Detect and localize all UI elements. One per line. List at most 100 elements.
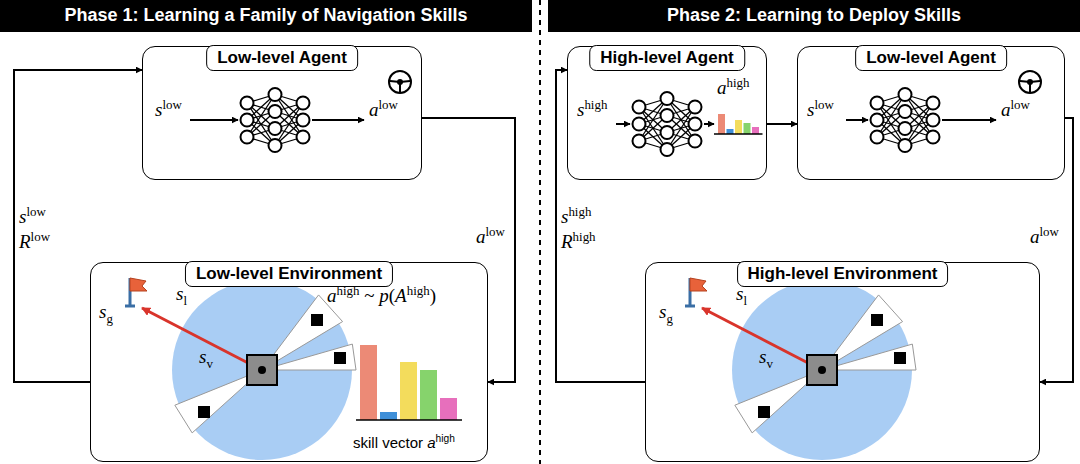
- neuron: [241, 114, 254, 127]
- title-bar: Phase 2: Learning to Deploy Skills: [548, 0, 1080, 32]
- skill-bar: [735, 120, 742, 134]
- flow-connector: [422, 118, 515, 382]
- neuron: [661, 143, 674, 156]
- neuron: [241, 131, 254, 144]
- goal-vector: [702, 308, 810, 364]
- math-symbol: alow: [369, 97, 398, 122]
- steering-spoke: [390, 81, 400, 82]
- neuron: [871, 131, 884, 144]
- neuron: [241, 97, 254, 110]
- neuron: [661, 92, 674, 105]
- box-header: High-level Agent: [589, 45, 745, 71]
- math-symbol: sg: [99, 301, 113, 326]
- steering-spoke: [1029, 82, 1031, 92]
- steering-spoke: [1020, 81, 1030, 82]
- box-header: Low-level Agent: [855, 45, 1007, 71]
- obstacle: [334, 352, 346, 364]
- arrow: [704, 123, 714, 125]
- arrow: [312, 119, 364, 121]
- arrow: [190, 119, 238, 121]
- obstacle: [894, 352, 906, 364]
- math-symbol: sl: [176, 283, 187, 308]
- neuron: [927, 114, 940, 127]
- flow-connector: [1040, 118, 1073, 382]
- arrow: [942, 119, 996, 121]
- skill-vector-label: skill vector ahigh: [353, 433, 455, 452]
- neuron: [689, 135, 702, 148]
- neuron: [633, 135, 646, 148]
- neuron: [899, 122, 912, 135]
- environment-box: Low-level Environment sg sl sv ahigh ~ p(Ahi…: [90, 262, 488, 462]
- neuron: [661, 126, 674, 139]
- skill-bar: [440, 398, 457, 420]
- steering-wheel: [1019, 71, 1041, 93]
- neuron: [927, 131, 940, 144]
- box-header: Low-level Agent: [206, 45, 358, 71]
- signal-label: shigh Rhigh: [561, 204, 609, 254]
- robot: [807, 355, 837, 385]
- skill-bar: [752, 127, 759, 134]
- neuron: [871, 97, 884, 110]
- flow-connector: [556, 70, 645, 382]
- skill-bar: [718, 114, 725, 134]
- neuron: [871, 114, 884, 127]
- signal-label: alow: [1030, 224, 1059, 249]
- robot-center: [818, 366, 826, 374]
- goal-vector: [142, 308, 250, 364]
- steering-spoke: [400, 81, 410, 82]
- math-symbol: ahigh: [717, 75, 749, 100]
- agent-box: Low-level Agent slow alow: [142, 46, 422, 180]
- flag-base: [125, 305, 135, 308]
- obstacle: [198, 406, 210, 418]
- phase-title: Phase 2: Learning to Deploy Skills: [667, 5, 961, 26]
- neuron: [899, 88, 912, 101]
- neuron: [689, 118, 702, 131]
- robot: [247, 355, 277, 385]
- skill-bar: [744, 123, 751, 134]
- neuron: [297, 97, 310, 110]
- neuron: [269, 122, 282, 135]
- neuron: [899, 105, 912, 118]
- bar-axis: [714, 133, 763, 135]
- phase-divider: [539, 0, 541, 464]
- math-symbol: slow: [155, 97, 182, 122]
- goal-flag: [130, 278, 147, 291]
- box-header: Low-level Environment: [185, 261, 393, 287]
- skill-distribution: ahigh ~ p(Ahigh): [327, 283, 436, 308]
- obstacle: [311, 314, 323, 326]
- neuron: [269, 88, 282, 101]
- math-symbol: slow: [807, 97, 834, 122]
- bar-axis: [356, 419, 462, 421]
- skill-bar: [420, 370, 437, 420]
- neuron: [689, 101, 702, 114]
- skill-bar: [360, 345, 377, 420]
- neuron: [269, 139, 282, 152]
- agent-box: High-level Agentshighahigh: [567, 46, 767, 180]
- goal-flag: [690, 278, 707, 291]
- robot-center: [258, 366, 266, 374]
- math-symbol: sl: [736, 283, 747, 308]
- steering-spoke: [399, 82, 401, 92]
- obstacle: [758, 406, 770, 418]
- math-symbol: sv: [759, 346, 773, 371]
- math-symbol: sv: [199, 346, 213, 371]
- math-symbol: sg: [659, 301, 673, 326]
- environment-box: High-level Environment sg sl sv: [645, 262, 1040, 462]
- box-header: High-level Environment: [737, 261, 949, 287]
- phase-title: Phase 1: Learning a Family of Navigation…: [64, 5, 467, 26]
- skill-bar: [380, 412, 397, 420]
- signal-label: slow Rlow: [19, 204, 63, 254]
- steering-wheel: [389, 71, 411, 93]
- neuron: [633, 101, 646, 114]
- agent-box: Low-level Agent slow alow: [797, 46, 1065, 180]
- arrow: [846, 119, 868, 121]
- title-bar: Phase 1: Learning a Family of Navigation…: [0, 0, 532, 32]
- signal-label: alow: [476, 224, 505, 249]
- obstacle: [871, 314, 883, 326]
- math-symbol: alow: [1001, 97, 1030, 122]
- flow-connector: [767, 123, 797, 125]
- neuron: [899, 139, 912, 152]
- arrow: [616, 123, 630, 125]
- neuron: [927, 97, 940, 110]
- neuron: [297, 114, 310, 127]
